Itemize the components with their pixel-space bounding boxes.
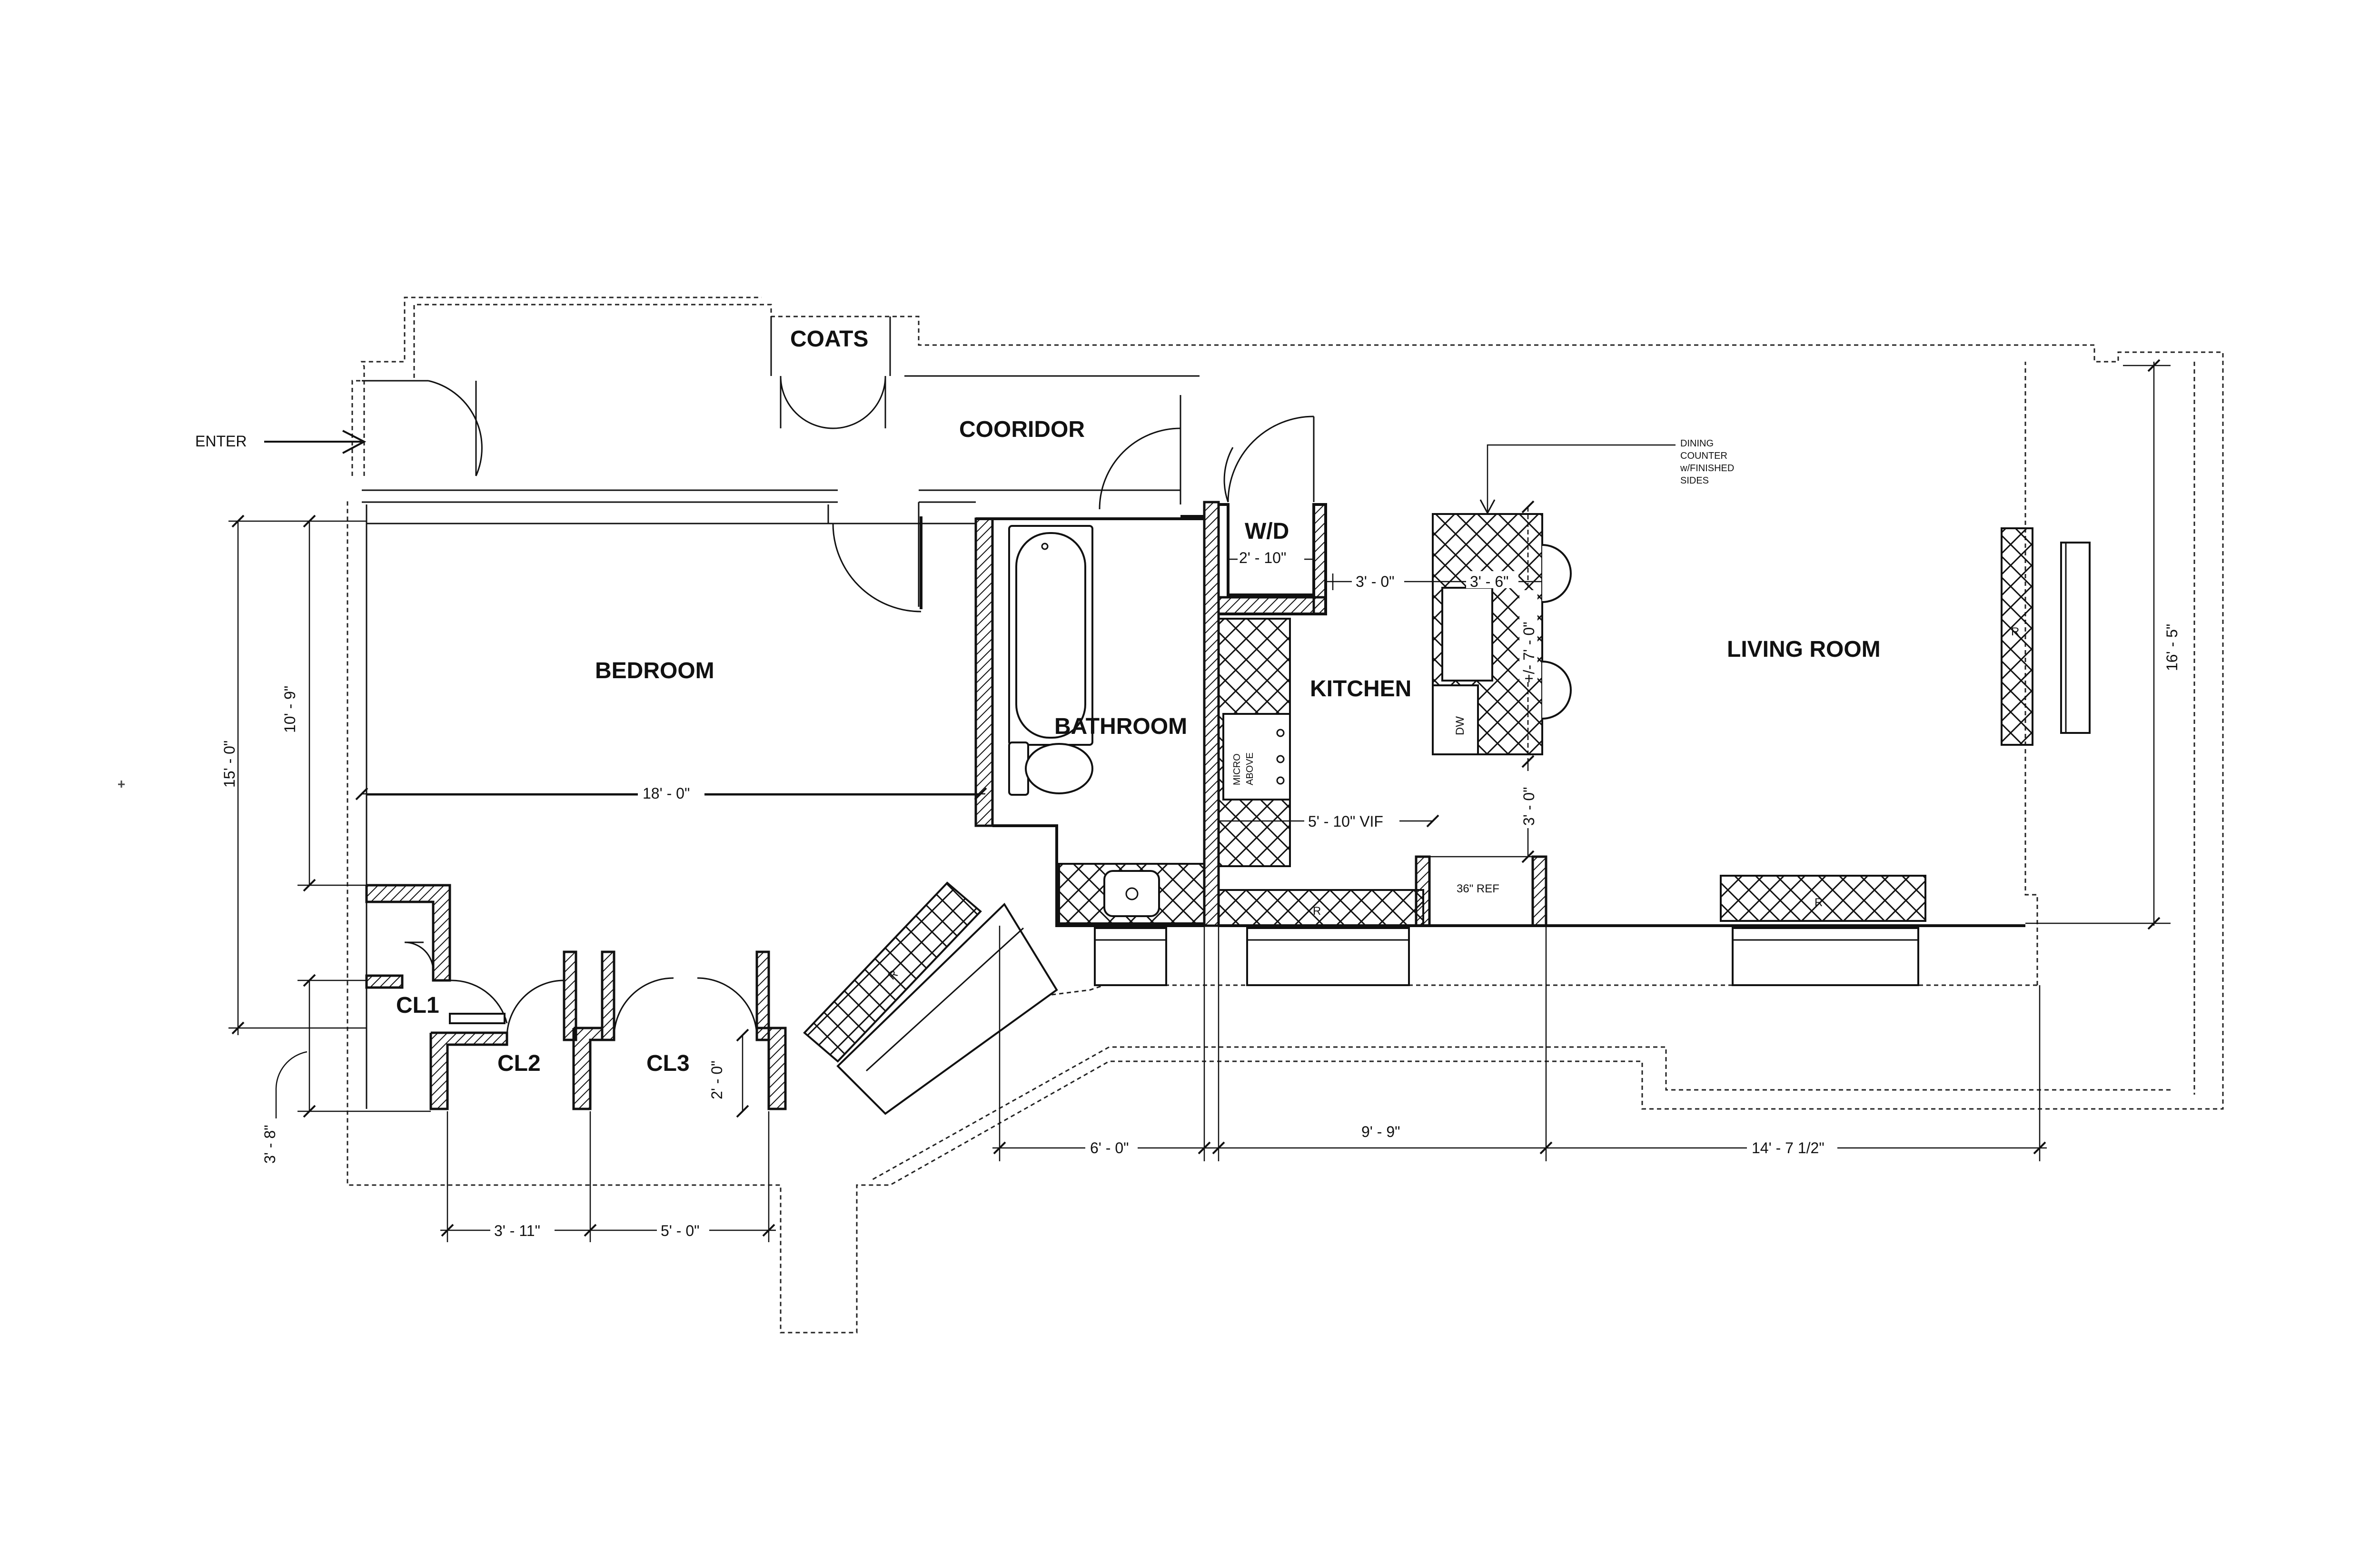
radiator-south-label: R bbox=[1815, 896, 1823, 909]
svg-text:ABOVE: ABOVE bbox=[1245, 752, 1255, 785]
corridor-walls bbox=[362, 316, 1204, 607]
bath-run-label: 6' - 0" bbox=[1090, 1139, 1129, 1157]
closet-cl1: CL1 bbox=[365, 884, 451, 1018]
coats-closet[interactable]: COATS bbox=[780, 326, 886, 429]
living-depth-label: 16' - 5" bbox=[2163, 624, 2181, 671]
island-clearance-label: 3' - 0" bbox=[1520, 787, 1537, 826]
dim-island-clearance: 3' - 0" bbox=[1519, 761, 1537, 863]
radiator-kitchen-label: R bbox=[1313, 905, 1321, 918]
registration-mark bbox=[118, 781, 125, 788]
micro-above-label: MICRO ABOVE bbox=[1232, 752, 1255, 785]
kitchen: MICRO ABOVE KITCHEN 36" REF bbox=[1218, 618, 2025, 927]
dim-kitchen-width: 5' - 10" VIF bbox=[1218, 811, 1439, 830]
bathroom-door[interactable] bbox=[1099, 427, 1181, 510]
kitchen-counter-bottom bbox=[1218, 889, 1424, 927]
closet-cl2: CL2 bbox=[429, 950, 577, 1110]
dim-bedroom-depth-total: 15' - 0" bbox=[221, 514, 367, 1035]
kitchen-label: KITCHEN bbox=[1310, 676, 1411, 702]
living-room-label: LIVING ROOM bbox=[1727, 637, 1881, 662]
wd-width-label: 2' - 10" bbox=[1239, 549, 1286, 566]
closet-cl1-door[interactable] bbox=[449, 979, 508, 1024]
dining-counter-note: DINING COUNTER w/FINISHED SIDES bbox=[1479, 438, 1734, 515]
coats-label: COATS bbox=[790, 326, 868, 352]
bathroom-label: BATHROOM bbox=[1054, 714, 1187, 739]
corridor-label: COORIDOR bbox=[959, 417, 1085, 442]
wd-label: W/D bbox=[1245, 519, 1289, 544]
dim-island-width: 3' - 6" bbox=[1433, 571, 1542, 590]
dining-island: DW bbox=[1432, 513, 1572, 755]
south-windows: R bbox=[1094, 905, 1919, 986]
bedroom-depth-total-label: 15' - 0" bbox=[221, 741, 238, 788]
svg-text:w/FINISHED: w/FINISHED bbox=[1680, 463, 1734, 474]
dim-bedroom-depth: 10' - 9" bbox=[281, 514, 367, 892]
dim-entry-offset: 3' - 8" bbox=[261, 974, 431, 1164]
dim-living-depth: 16' - 5" bbox=[2025, 359, 2181, 930]
toilet-bowl bbox=[1025, 743, 1093, 794]
bedroom-width-label: 18' - 0" bbox=[643, 785, 690, 802]
bathtub bbox=[1015, 532, 1086, 739]
island-width-label: 3' - 6" bbox=[1470, 573, 1509, 590]
island-length-label: +/- 7' - 0" bbox=[1520, 622, 1537, 683]
cl3-label: CL3 bbox=[646, 1051, 690, 1076]
dim-counter-gap: 3' - 0" bbox=[1326, 572, 1434, 590]
cl3-width-label: 5' - 0" bbox=[661, 1222, 700, 1239]
svg-text:COUNTER: COUNTER bbox=[1680, 451, 1727, 461]
dim-closet-depth: 2' - 0" bbox=[708, 1028, 749, 1118]
svg-text:DINING: DINING bbox=[1680, 438, 1714, 449]
svg-text:MICRO: MICRO bbox=[1232, 753, 1242, 785]
bathroom: BATHROOM bbox=[974, 517, 1205, 927]
closet-depth-label: 2' - 0" bbox=[708, 1061, 725, 1100]
cl1-label: CL1 bbox=[396, 993, 439, 1018]
enter-label: ENTER bbox=[195, 433, 247, 450]
living-run-label: 14' - 7 1/2" bbox=[1752, 1139, 1825, 1157]
dim-wd-width: 2' - 10" bbox=[1227, 549, 1315, 567]
closet-cl3: CL3 bbox=[572, 950, 787, 1110]
kitchen-width-label: 5' - 10" VIF bbox=[1308, 813, 1383, 830]
dim-bottom-run: 6' - 0" 9' - 9" 14' - 7 1/2" bbox=[992, 926, 2047, 1161]
bedroom-depth-label: 10' - 9" bbox=[281, 686, 298, 733]
kitchen-run-label: 9' - 9" bbox=[1361, 1123, 1400, 1140]
svg-text:SIDES: SIDES bbox=[1680, 475, 1709, 486]
dishwasher bbox=[1432, 684, 1479, 755]
dim-bedroom-width: 18' - 0" bbox=[355, 783, 987, 802]
wd-door[interactable] bbox=[1223, 415, 1315, 503]
bedroom-door[interactable] bbox=[832, 516, 922, 613]
radiator-south bbox=[1720, 875, 1926, 922]
dim-closet-widths: 3' - 11" 5' - 0" bbox=[440, 1111, 776, 1242]
entry-door[interactable] bbox=[362, 380, 483, 476]
counter-gap-label: 3' - 0" bbox=[1356, 573, 1395, 590]
cl2-label: CL2 bbox=[497, 1051, 541, 1076]
bedroom-label: BEDROOM bbox=[595, 658, 714, 683]
radiator-east bbox=[2001, 527, 2033, 746]
kitchen-sink bbox=[1441, 587, 1493, 682]
radiator-bay bbox=[803, 881, 982, 1063]
stool-1 bbox=[1542, 544, 1572, 603]
entry-arrow: ENTER bbox=[195, 430, 367, 454]
dim-island-length: +/- 7' - 0" bbox=[1519, 500, 1537, 768]
living-room: LIVING ROOM R R bbox=[1720, 527, 2091, 922]
stool-2 bbox=[1542, 661, 1572, 720]
refrigerator-label: 36" REF bbox=[1457, 882, 1499, 895]
dishwasher-label: DW bbox=[1454, 716, 1467, 735]
entry-offset-label: 3' - 8" bbox=[261, 1125, 278, 1164]
cl2-width-label: 3' - 11" bbox=[494, 1222, 540, 1239]
angled-bay: R bbox=[803, 881, 1058, 1115]
radiator-east-label: R bbox=[2011, 625, 2019, 638]
